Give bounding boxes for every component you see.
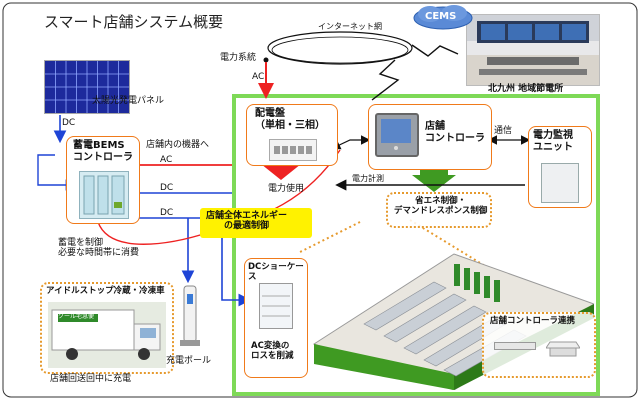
bems-loop-line <box>37 154 77 191</box>
charge-pole-image <box>178 282 202 348</box>
control-center-label: 北九州 地域節電所 <box>488 84 564 94</box>
store-controller-box: 店舗 コントローラ <box>368 104 492 170</box>
ac-unit-image <box>545 334 581 360</box>
lightning-link-store <box>371 59 400 101</box>
switchboard-controller-link <box>330 135 371 150</box>
power-use-label: 電力使用 <box>268 184 305 194</box>
led-light-image <box>494 342 536 350</box>
control-center-photo <box>466 14 600 86</box>
power-measure-label: 電力計測 <box>352 174 384 183</box>
bems-ac-label: AC <box>160 155 173 165</box>
bems-controller-box: 蓄電BEMS コントローラ <box>66 136 140 224</box>
bems-dc-label: DC <box>160 183 174 193</box>
showcase-link-dotted <box>299 221 361 253</box>
solar-dc-label: DC <box>62 118 76 128</box>
switchboard-label: 配電盤 （単相・三相） <box>255 108 325 131</box>
solar-panel <box>44 60 130 114</box>
store-controller-label: 店舗 コントローラ <box>425 121 485 144</box>
truck-sign: クール宅急便 <box>58 313 95 320</box>
controller-link-label: 店舗コントローラ連携 <box>490 316 576 326</box>
showcase-image <box>259 283 293 329</box>
dc-showcase-label: DCショーケース <box>248 262 304 283</box>
truck-image: クール宅急便 <box>48 302 166 368</box>
charge-pole-label: 充電ポール <box>166 356 212 366</box>
optimal-control-highlight: 店舗全体エネルギー の最適制御 <box>200 208 312 238</box>
battery-control-label: 蓄電を制御 必要な時間帯に消費 <box>58 238 140 259</box>
optimal-control-label: 店舗全体エネルギー の最適制御 <box>206 211 288 232</box>
dc-showcase-box: DCショーケース AC変換の ロスを削減 <box>244 258 308 378</box>
control-center-illustration <box>467 15 599 85</box>
ac-conversion-label: AC変換の ロスを削減 <box>251 341 294 362</box>
diagram-title: スマート店舗システム概要 <box>44 13 224 31</box>
bems-dc-showcase-line <box>135 217 252 307</box>
instore-devices-label: 店舗内の機器へ <box>146 140 210 150</box>
bems-label: 蓄電BEMS コントローラ <box>73 140 133 163</box>
charge-label: 店舗回送回中に充電 <box>50 374 132 384</box>
controller-link-box: 店舗コントローラ連携 <box>482 312 596 378</box>
controller-device-image <box>375 113 419 157</box>
power-grid-label: 電力系統 <box>220 53 257 63</box>
grid-point <box>263 57 269 63</box>
energy-saving-arrow <box>412 165 456 192</box>
comm-label: 通信 <box>494 126 513 136</box>
truck-box: アイドルストップ冷蔵・冷凍車 クール宅急便 <box>40 282 174 374</box>
switchboard-box: 配電盤 （単相・三相） <box>246 104 338 166</box>
showcase-icon <box>262 295 290 317</box>
lightning-link-cems <box>411 44 459 57</box>
monitor-unit-image <box>541 163 579 203</box>
solar-label: 太陽光発電パネル <box>92 96 165 106</box>
energy-saving-box: 省エネ制御・ デマンドレスポンス制御 <box>386 192 492 228</box>
truck-icon <box>48 302 166 368</box>
power-monitor-label: 電力監視 ユニット <box>533 130 573 153</box>
bems-dc2-label: DC <box>160 208 174 218</box>
cems-label: CEMS <box>425 11 457 22</box>
touch-panel-icon <box>381 119 411 150</box>
bems-unit-image <box>79 171 129 219</box>
cloud-icon <box>413 5 473 30</box>
internet-ellipse-inner <box>271 36 409 64</box>
battery-cabinet-icon <box>83 175 125 215</box>
ceiling-ac-icon <box>545 341 581 357</box>
energy-saving-label: 省エネ制御・ デマンドレスポンス制御 <box>394 196 488 216</box>
internet-ellipse <box>267 31 413 65</box>
solar-panel-icon <box>45 61 129 113</box>
power-monitor-box: 電力監視 ユニット <box>528 126 592 208</box>
store-area-frame <box>232 94 600 396</box>
cems-cloud: CEMS <box>412 4 474 30</box>
internet-label: インターネット網 <box>318 22 382 31</box>
grid-ac-label: AC <box>252 72 265 82</box>
truck-label: アイドルストップ冷蔵・冷凍車 <box>46 286 165 296</box>
switchboard-image <box>269 139 317 161</box>
charge-pole-icon <box>180 285 200 346</box>
breaker-icon <box>274 146 312 154</box>
